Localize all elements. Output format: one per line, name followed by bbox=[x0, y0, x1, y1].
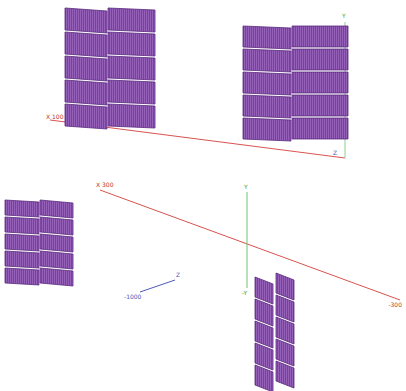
axis-label: Z bbox=[176, 272, 180, 278]
detector-panel bbox=[108, 56, 155, 80]
detector-panel bbox=[5, 234, 39, 251]
axis-label: Y bbox=[244, 184, 248, 190]
detector-panel bbox=[65, 32, 107, 57]
axis-label: -300 bbox=[388, 302, 402, 308]
detector-panel bbox=[5, 268, 39, 285]
detector-panel bbox=[40, 234, 73, 252]
detector-panel bbox=[5, 200, 39, 217]
detector-panel bbox=[292, 49, 348, 70]
detector-panel bbox=[292, 72, 348, 93]
detector-panel bbox=[108, 32, 155, 56]
detector-panel bbox=[5, 217, 39, 234]
axis-label: X 300 bbox=[96, 182, 113, 188]
axis-label: -Y bbox=[242, 290, 247, 296]
detector-panel bbox=[243, 95, 291, 118]
detector-panel bbox=[40, 251, 73, 269]
detector-panel bbox=[40, 268, 73, 286]
detector-panel bbox=[40, 200, 73, 218]
detector-panel bbox=[108, 104, 155, 128]
axis-label: -1000 bbox=[124, 294, 141, 300]
y-axis bbox=[247, 192, 248, 288]
detector-panel bbox=[243, 49, 291, 72]
axis-label: Z bbox=[333, 150, 337, 156]
detector-panel bbox=[5, 251, 39, 268]
detector-panel bbox=[65, 104, 107, 129]
x-axis bbox=[100, 190, 400, 300]
detector-panel bbox=[40, 217, 73, 235]
detector-panel bbox=[65, 8, 107, 33]
detector-panel bbox=[108, 8, 155, 32]
detector-panel bbox=[243, 26, 291, 49]
detector-panel bbox=[292, 95, 348, 116]
detector-panel bbox=[292, 118, 348, 139]
z-axis bbox=[140, 280, 175, 292]
detector-panel bbox=[292, 26, 348, 47]
detector-panel bbox=[108, 80, 155, 104]
detector-panel bbox=[65, 56, 107, 81]
axis-label: Y bbox=[342, 13, 346, 19]
axis-label: X 100 bbox=[46, 114, 63, 120]
detector-panel bbox=[65, 80, 107, 105]
detector-panel bbox=[243, 72, 291, 95]
detector-panel bbox=[255, 365, 273, 391]
detector-panel bbox=[276, 361, 294, 388]
detector-panel bbox=[243, 118, 291, 141]
